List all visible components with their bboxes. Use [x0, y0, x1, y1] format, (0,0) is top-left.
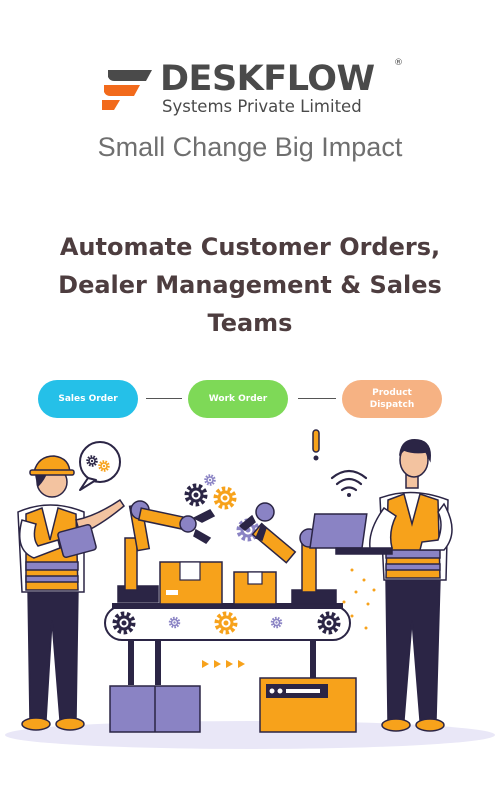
flow-step-work-order: Work Order	[188, 380, 288, 418]
flow-step-sales-order: Sales Order	[38, 380, 138, 418]
headline: Automate Customer Orders, Dealer Managem…	[58, 233, 442, 337]
company-logo: DESKFLOW ® Systems Private Limited	[100, 58, 405, 120]
flow-step-label: Work Order	[208, 394, 268, 404]
tablet-icon	[57, 523, 97, 559]
registered-mark: ®	[394, 58, 403, 68]
flow-step-label: Sales Order	[58, 394, 118, 404]
idea-bubble	[79, 441, 121, 491]
logo-subtitle: Systems Private Limited	[162, 97, 362, 116]
factory-illustration	[5, 429, 495, 749]
flow-step-product-dispatch: Product Dispatch	[342, 380, 442, 418]
laptop-icon	[309, 513, 393, 555]
flow-connector	[298, 398, 336, 399]
cardboard-box-icon	[159, 561, 277, 605]
control-panel	[259, 677, 357, 733]
flow-step-label: Product Dispatch	[369, 388, 415, 410]
wifi-icon	[330, 469, 368, 497]
robot-arm-right	[238, 502, 337, 605]
conveyor-belt	[104, 603, 351, 685]
deskflow-logo-icon	[102, 70, 152, 110]
tagline: Small Change Big Impact	[97, 132, 403, 162]
particles	[342, 568, 376, 630]
exclamation-icon	[312, 429, 320, 461]
flow-connector	[146, 398, 182, 399]
worker-left	[17, 455, 125, 731]
robot-arm-left	[117, 500, 216, 603]
worker-right	[309, 439, 453, 732]
logo-wordmark: DESKFLOW	[160, 59, 375, 99]
